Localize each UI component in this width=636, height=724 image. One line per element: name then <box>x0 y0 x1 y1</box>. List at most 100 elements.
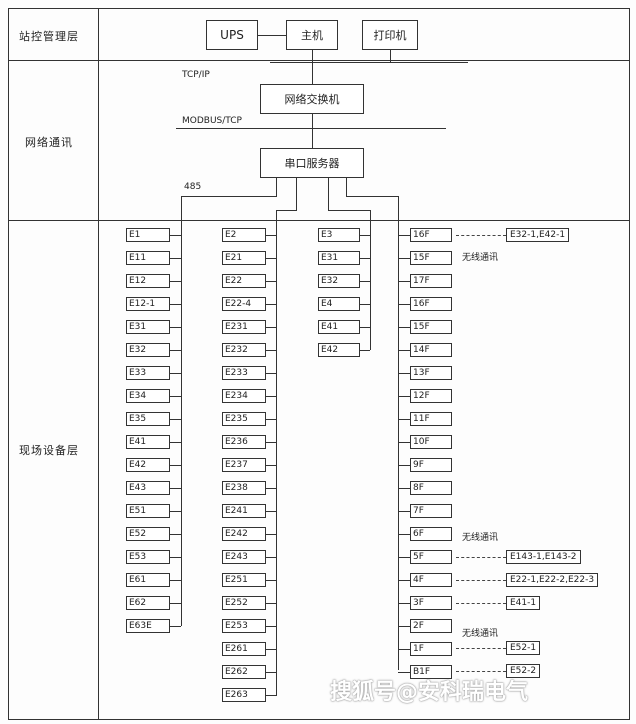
tcpip-label: TCP/IP <box>182 70 210 80</box>
branch-4-drop <box>346 178 347 196</box>
field-device: E31 <box>126 320 170 334</box>
field-device: E263 <box>222 688 266 702</box>
device-connector <box>266 557 276 558</box>
device-connector <box>170 442 181 443</box>
field-device: 15F <box>410 251 452 265</box>
branch-3-vertical <box>370 210 371 350</box>
device-connector <box>398 396 410 397</box>
field-device: E262 <box>222 665 266 679</box>
device-connector <box>170 580 181 581</box>
field-device: E1 <box>126 228 170 242</box>
field-device: E243 <box>222 550 266 564</box>
device-connector <box>170 419 181 420</box>
modbus-label: MODBUS/TCP <box>182 116 242 126</box>
switch-serial-link <box>312 114 313 148</box>
field-device: E35 <box>126 412 170 426</box>
field-device: E253 <box>222 619 266 633</box>
field-device: E242 <box>222 527 266 541</box>
device-connector <box>170 327 181 328</box>
network-layer-label: 网络通讯 <box>25 136 73 149</box>
field-device: 9F <box>410 458 452 472</box>
device-connector <box>266 695 276 696</box>
field-device: E231 <box>222 320 266 334</box>
field-device: E41 <box>126 435 170 449</box>
device-connector <box>266 626 276 627</box>
device-connector <box>398 488 410 489</box>
device-connector <box>398 442 410 443</box>
field-device: E51 <box>126 504 170 518</box>
device-connector <box>398 350 410 351</box>
wireless-device-6: E52-2 <box>506 664 541 678</box>
device-connector <box>266 465 276 466</box>
branch-1-drop <box>276 178 277 196</box>
layer-column-divider <box>98 8 99 720</box>
wireless-device-1: E32-1,E42-1 <box>506 228 570 242</box>
device-connector <box>170 488 181 489</box>
field-device: E238 <box>222 481 266 495</box>
device-connector <box>398 465 410 466</box>
modbus-bus <box>176 128 446 129</box>
ups-box: UPS <box>206 20 258 50</box>
device-connector <box>266 442 276 443</box>
device-connector <box>266 350 276 351</box>
field-device: E42 <box>126 458 170 472</box>
ups-host-link <box>258 35 286 36</box>
branch-3-drop <box>328 178 329 210</box>
device-connector <box>266 373 276 374</box>
wireless-device-3: E22-1,E22-2,E22-3 <box>506 573 599 587</box>
wireless-device-2: E143-1,E143-2 <box>506 550 581 564</box>
device-connector <box>398 511 410 512</box>
device-connector <box>398 304 410 305</box>
field-device: E43 <box>126 481 170 495</box>
branch-3-horizontal <box>328 210 371 211</box>
device-connector <box>266 649 276 650</box>
device-connector <box>398 419 410 420</box>
printer-bus-link <box>390 50 391 62</box>
bus-switch-link <box>312 62 313 84</box>
field-device: E61 <box>126 573 170 587</box>
station-layer-label: 站控管理层 <box>19 30 79 43</box>
field-layer-label: 现场设备层 <box>19 444 79 457</box>
device-connector <box>398 603 410 604</box>
device-connector <box>398 649 410 650</box>
field-device: E2 <box>222 228 266 242</box>
branch-1-vertical <box>181 196 182 626</box>
wireless-dash-2 <box>456 557 506 558</box>
field-device: E52 <box>126 527 170 541</box>
wireless-label-2: 无线通讯 <box>462 533 499 543</box>
rs485-label: 485 <box>184 182 202 192</box>
device-connector <box>398 235 410 236</box>
device-connector <box>266 488 276 489</box>
branch-4-horizontal <box>346 196 399 197</box>
device-connector <box>170 626 181 627</box>
field-device: E42 <box>318 343 360 357</box>
field-device: E233 <box>222 366 266 380</box>
wireless-dash-1 <box>456 235 506 236</box>
device-connector <box>398 557 410 558</box>
device-connector <box>170 304 181 305</box>
field-device: E34 <box>126 389 170 403</box>
device-connector <box>398 672 410 673</box>
field-device: E53 <box>126 550 170 564</box>
field-device: 11F <box>410 412 452 426</box>
device-connector <box>266 603 276 604</box>
device-connector <box>266 511 276 512</box>
station-bus <box>270 62 468 63</box>
wireless-dash-3 <box>456 580 506 581</box>
device-connector <box>170 534 181 535</box>
wireless-label-1: 无线通讯 <box>462 253 499 263</box>
field-device: 17F <box>410 274 452 288</box>
field-device: E236 <box>222 435 266 449</box>
device-connector <box>398 626 410 627</box>
device-connector <box>360 258 370 259</box>
device-connector <box>266 235 276 236</box>
device-connector <box>360 304 370 305</box>
device-connector <box>170 350 181 351</box>
device-connector <box>398 258 410 259</box>
field-device: E252 <box>222 596 266 610</box>
printer-box: 打印机 <box>362 20 418 50</box>
layer-divider-1 <box>8 60 630 61</box>
field-device: E251 <box>222 573 266 587</box>
device-connector <box>266 419 276 420</box>
